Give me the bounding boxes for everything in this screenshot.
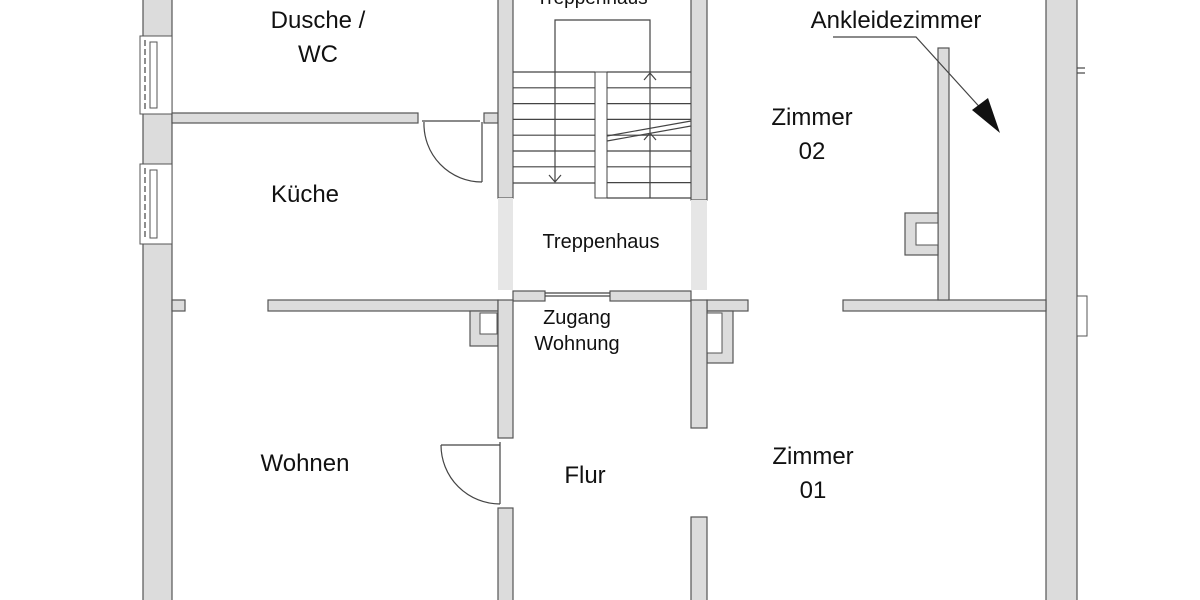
flur-left-wall bbox=[497, 507, 514, 600]
shaft-left bbox=[469, 310, 499, 347]
wall bbox=[842, 299, 1047, 312]
wall bbox=[483, 112, 499, 124]
ankleide-wall bbox=[937, 47, 950, 301]
flur-right-wall bbox=[690, 516, 708, 600]
door-zugang-wohnung[interactable] bbox=[545, 292, 610, 297]
stair-right-wall bbox=[690, 0, 708, 201]
stair-left-wall bbox=[497, 0, 514, 199]
flur-right-wall bbox=[690, 299, 708, 429]
shaft-zimmer02 bbox=[904, 212, 939, 256]
wall bbox=[706, 299, 749, 312]
room-label-treppenhaus: Treppenhaus bbox=[542, 231, 660, 253]
door-wohnen[interactable] bbox=[440, 442, 501, 505]
wall bbox=[171, 112, 419, 124]
stair-opening bbox=[498, 198, 513, 290]
wall bbox=[267, 299, 499, 312]
room-label-wohnen: Wohnen bbox=[260, 450, 350, 477]
window-right bbox=[1076, 67, 1088, 337]
room-label-dusche: Dusche /WC bbox=[270, 7, 366, 68]
ankleide-arrow bbox=[833, 36, 1000, 133]
wall bbox=[171, 299, 186, 312]
room-label-kueche: Küche bbox=[270, 181, 340, 208]
stair-opening bbox=[691, 200, 707, 290]
right-outer-wall bbox=[1045, 0, 1078, 600]
shaft-right bbox=[706, 310, 734, 364]
room-label-ankleidezimmer: Ankleidezimmer bbox=[810, 7, 982, 34]
wall bbox=[609, 290, 692, 302]
window-dusche bbox=[139, 35, 173, 115]
door-kueche[interactable] bbox=[422, 120, 483, 183]
window-kueche bbox=[139, 163, 173, 245]
staircase bbox=[513, 19, 692, 199]
wall bbox=[512, 290, 546, 302]
room-label-flur: Flur bbox=[564, 462, 606, 489]
flur-left-wall bbox=[497, 299, 514, 439]
room-label-treppenhaus-top: Treppenhaus bbox=[536, 0, 647, 16]
